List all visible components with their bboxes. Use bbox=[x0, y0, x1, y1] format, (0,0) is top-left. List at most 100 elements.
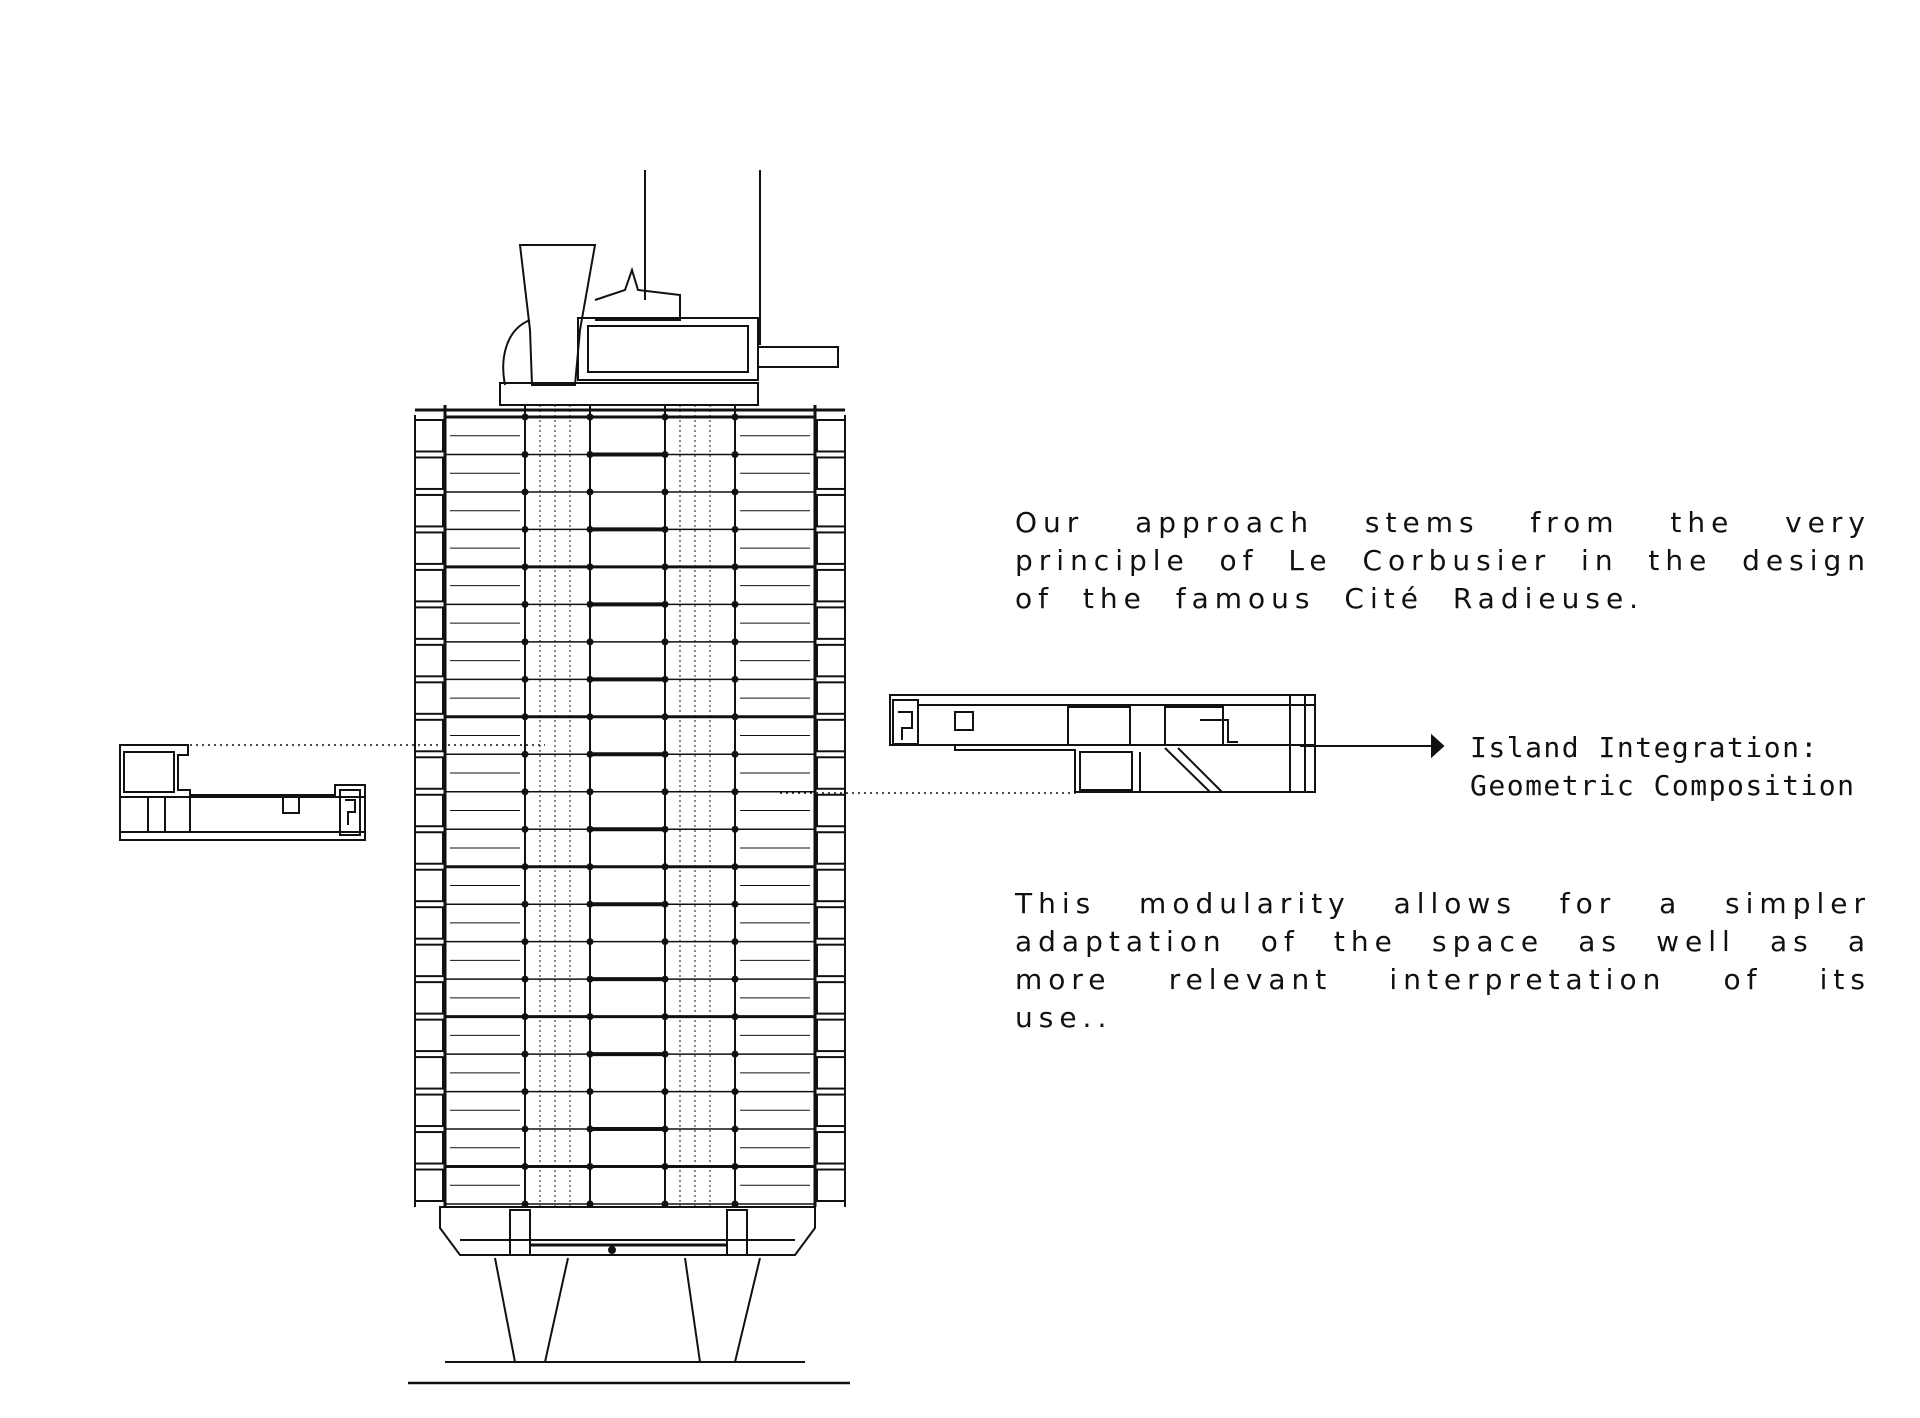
right-detail-stair bbox=[892, 699, 919, 745]
balcony-left bbox=[414, 868, 444, 903]
column-joint bbox=[731, 638, 739, 646]
callout-line-1: Island Integration: bbox=[1470, 731, 1819, 764]
left-detail-outline bbox=[119, 744, 366, 841]
right-detail-window bbox=[954, 711, 974, 731]
column-joint bbox=[521, 1013, 529, 1021]
column-joint bbox=[661, 1163, 669, 1171]
column-joint bbox=[586, 900, 594, 908]
column-joint bbox=[731, 900, 739, 908]
balcony-left bbox=[414, 943, 444, 978]
column-joint bbox=[731, 938, 739, 946]
column-joint bbox=[661, 863, 669, 871]
column-joint bbox=[521, 1163, 529, 1171]
column-joint bbox=[586, 1050, 594, 1058]
base-pier-right bbox=[726, 1209, 748, 1256]
balcony-left bbox=[414, 1018, 444, 1053]
balcony-right bbox=[816, 831, 846, 865]
column-joint bbox=[521, 863, 529, 871]
column-joint bbox=[731, 525, 739, 533]
column-joint bbox=[586, 675, 594, 683]
balcony-left bbox=[414, 906, 444, 940]
column-joint bbox=[586, 563, 594, 571]
column-joint bbox=[661, 1125, 669, 1133]
column-joint bbox=[661, 975, 669, 983]
balcony-left bbox=[414, 756, 444, 790]
balcony-left bbox=[414, 568, 444, 603]
column-joint bbox=[731, 450, 739, 458]
column-joint bbox=[521, 900, 529, 908]
column-joint bbox=[586, 1125, 594, 1133]
column-joint bbox=[586, 488, 594, 496]
balcony-left bbox=[414, 1056, 444, 1090]
column-joint bbox=[586, 975, 594, 983]
column-joint bbox=[521, 1125, 529, 1133]
column-joint bbox=[521, 1050, 529, 1058]
column-joint bbox=[586, 450, 594, 458]
column-joint bbox=[661, 413, 669, 421]
column-joint bbox=[586, 413, 594, 421]
roof-ventilation-stack bbox=[518, 244, 597, 386]
column-joint bbox=[731, 975, 739, 983]
column-joint bbox=[521, 975, 529, 983]
building-base bbox=[408, 1206, 850, 1385]
column-joint bbox=[661, 713, 669, 721]
base-trapezoid bbox=[439, 1206, 816, 1256]
column-joint bbox=[521, 788, 529, 796]
column-joint bbox=[586, 863, 594, 871]
right-floor-detail bbox=[889, 694, 1316, 793]
intro-paragraph: Our approach stems from the very princip… bbox=[1015, 506, 1871, 615]
column-joint bbox=[731, 1163, 739, 1171]
right-detail-room-lower bbox=[1079, 751, 1133, 791]
column-joint bbox=[521, 825, 529, 833]
right-detail-room-2 bbox=[1164, 706, 1224, 746]
column-joint bbox=[586, 938, 594, 946]
roof-box-inner bbox=[587, 325, 749, 373]
left-detail-room bbox=[123, 751, 175, 793]
callout-line-2: Geometric Composition bbox=[1470, 769, 1856, 802]
balcony-right bbox=[816, 1131, 846, 1165]
balcony-right bbox=[816, 681, 846, 715]
column-joint bbox=[521, 600, 529, 608]
column-joint bbox=[661, 525, 669, 533]
column-joint bbox=[586, 825, 594, 833]
column-joint bbox=[731, 563, 739, 571]
left-detail-stair bbox=[339, 789, 361, 836]
column-joint bbox=[661, 1088, 669, 1096]
column-joint bbox=[586, 713, 594, 721]
column-joint bbox=[586, 1088, 594, 1096]
right-detail-ramp bbox=[1164, 747, 1223, 793]
column-joint bbox=[731, 713, 739, 721]
balcony-right bbox=[816, 1093, 846, 1128]
balcony-right bbox=[816, 718, 846, 753]
building-body bbox=[414, 405, 846, 1208]
column-joint bbox=[731, 1200, 739, 1208]
balcony-right bbox=[816, 419, 846, 453]
column-joint bbox=[731, 600, 739, 608]
column-joint bbox=[521, 638, 529, 646]
column-joint bbox=[661, 450, 669, 458]
column-joint bbox=[586, 1200, 594, 1208]
island-integration-label: Island Integration: Geometric Compositio… bbox=[1470, 729, 1856, 805]
balcony-right bbox=[816, 606, 846, 640]
column-joint bbox=[661, 750, 669, 758]
base-pier-left bbox=[509, 1209, 531, 1256]
left-detail-stair-mark bbox=[345, 799, 356, 825]
piloti-right bbox=[684, 1257, 761, 1363]
column-joint bbox=[521, 1088, 529, 1096]
column-joint bbox=[521, 938, 529, 946]
column-joint bbox=[731, 1125, 739, 1133]
roof-curved-hood bbox=[502, 319, 531, 386]
balcony-left bbox=[414, 1168, 444, 1202]
column-joint bbox=[661, 675, 669, 683]
column-joint bbox=[731, 788, 739, 796]
balcony-left bbox=[414, 718, 444, 753]
piloti-left bbox=[494, 1257, 569, 1363]
column-joint bbox=[586, 638, 594, 646]
balcony-right bbox=[816, 568, 846, 603]
balcony-right bbox=[816, 531, 846, 565]
balcony-right bbox=[816, 793, 846, 828]
column-joint bbox=[731, 1088, 739, 1096]
right-detail-stair-mark bbox=[898, 711, 913, 740]
column-joint bbox=[521, 713, 529, 721]
